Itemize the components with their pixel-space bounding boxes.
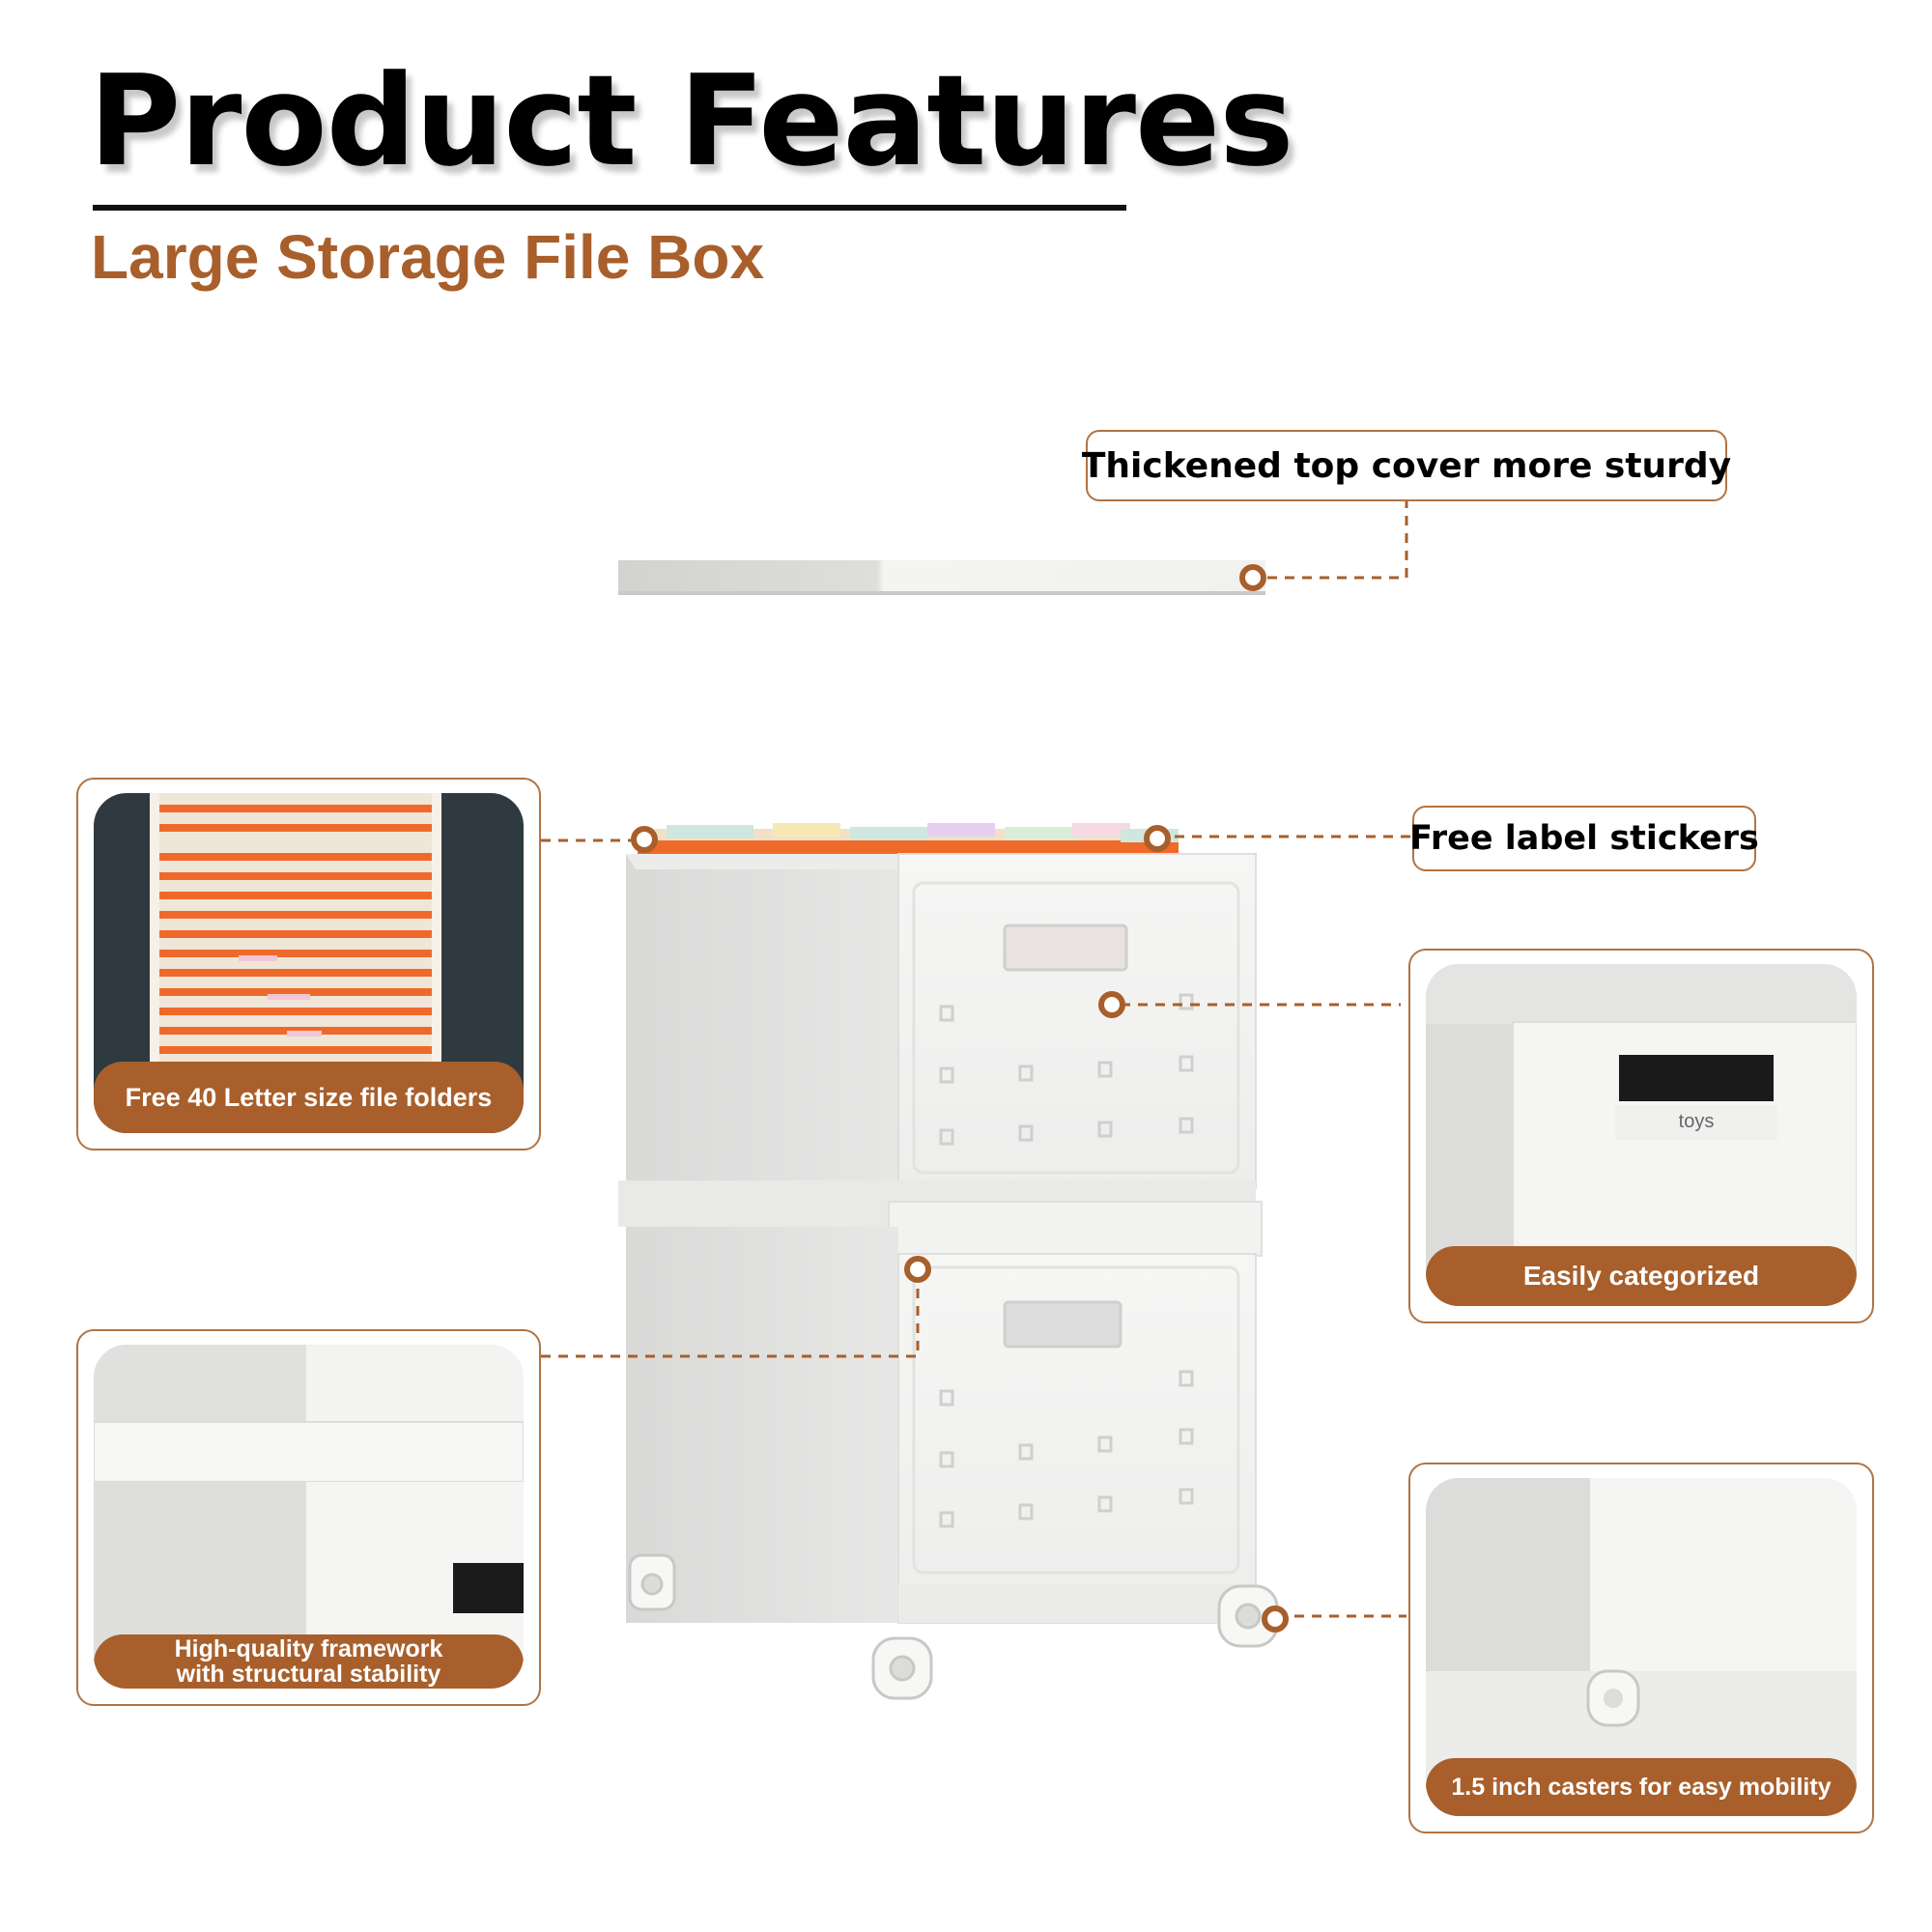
connector-dots (631, 564, 1289, 1633)
label-sticker-text: toys (1678, 1111, 1715, 1132)
caption-framework-line2: with structural stability (176, 1661, 441, 1688)
title-underline (93, 205, 1126, 211)
callout-label-stickers: Free label stickers (1409, 806, 1759, 871)
panel-file-folders: Free 40 Letter size file folders (76, 778, 541, 1151)
page-title: Product Features (89, 47, 1294, 194)
caption-framework: High-quality framework with structural s… (94, 1634, 524, 1689)
caption-casters: 1.5 inch casters for easy mobility (1426, 1758, 1857, 1816)
callout-top-cover: Thickened top cover more sturdy (1082, 430, 1731, 501)
panel-categorized: toys Easily categorized (1408, 949, 1874, 1323)
upper-drawer (626, 853, 1257, 1189)
panel-casters: 1.5 inch casters for easy mobility (1408, 1463, 1874, 1833)
lower-drawer (626, 1227, 1257, 1624)
caster-wheels (628, 1553, 1279, 1700)
hanging-folders (638, 823, 1179, 858)
page-subtitle: Large Storage File Box (91, 222, 765, 292)
caption-framework-line1: High-quality framework (174, 1634, 443, 1662)
connector-lines (541, 495, 1410, 1618)
caption-categorized: Easily categorized (1426, 1246, 1857, 1306)
caption-file-folders: Free 40 Letter size file folders (94, 1062, 524, 1133)
panel-framework: High-quality framework with structural s… (76, 1329, 541, 1706)
top-cover (618, 560, 1265, 595)
